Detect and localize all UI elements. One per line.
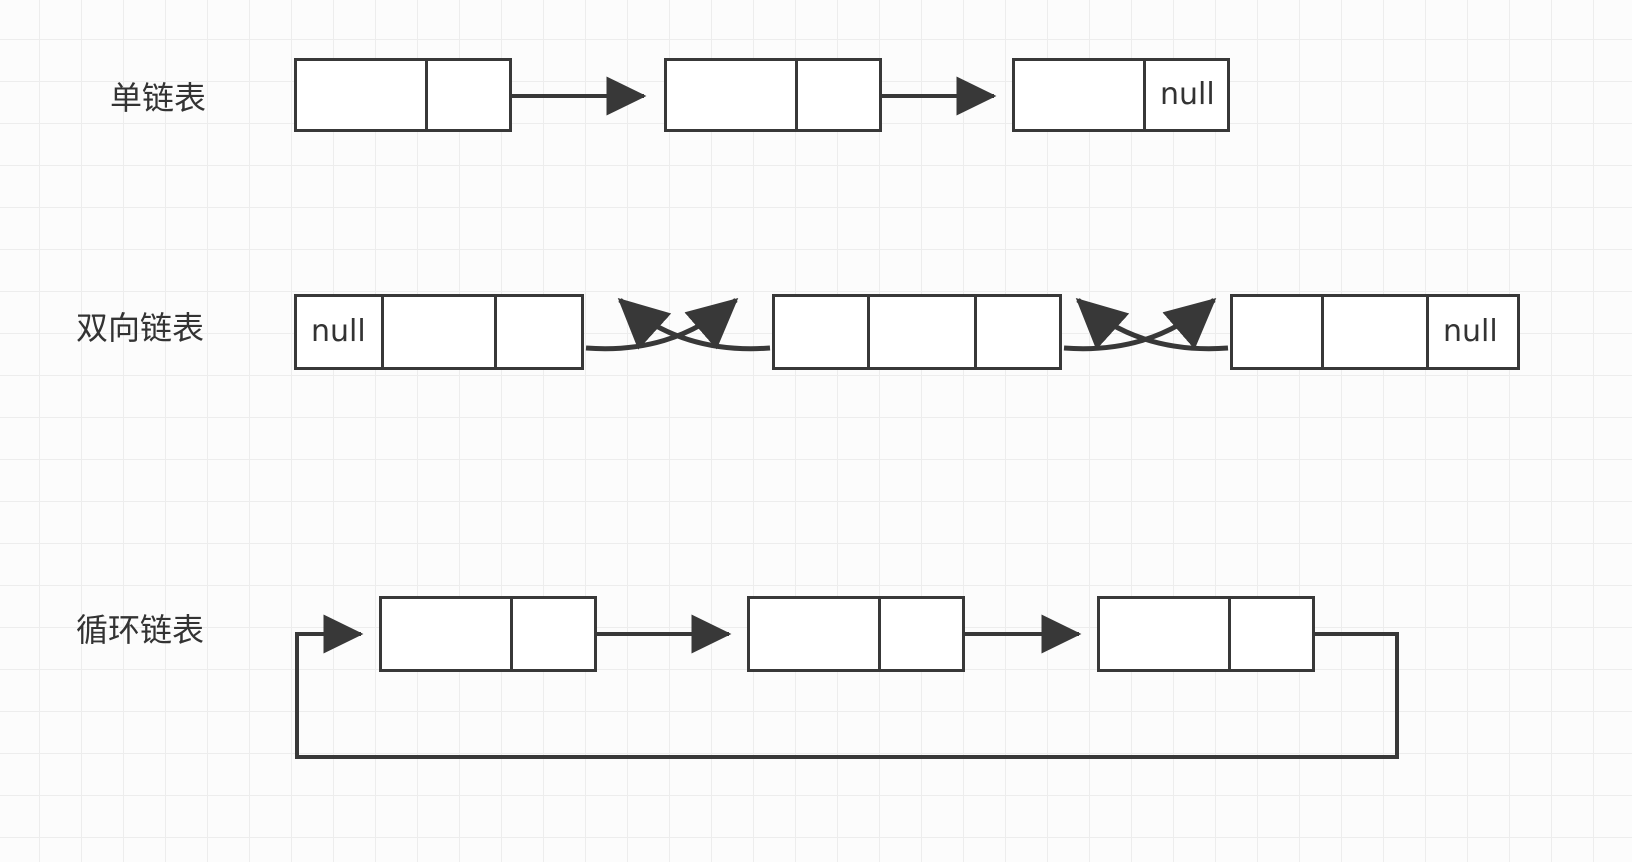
circular-node-1-next — [510, 599, 594, 669]
doubly-node-2-prev — [775, 297, 867, 367]
doubly-node-3-next: null — [1426, 297, 1514, 367]
circular-node-2-data — [750, 599, 878, 669]
singly-node-2-next — [795, 61, 879, 129]
row-label-doubly: 双向链表 — [76, 309, 205, 347]
doubly-node-2-next — [974, 297, 1056, 367]
circular-node-1 — [379, 596, 597, 672]
doubly-node-2-data — [867, 297, 974, 367]
doubly-next-arrow-1 — [585, 298, 739, 352]
singly-node-2-data — [667, 61, 795, 129]
doubly-node-3-data — [1321, 297, 1426, 367]
singly-node-3-data — [1015, 61, 1143, 129]
doubly-node-2 — [772, 294, 1062, 370]
circular-node-3 — [1097, 596, 1315, 672]
singly-node-3: null — [1012, 58, 1230, 132]
doubly-node-3: null — [1230, 294, 1520, 370]
doubly-prev-arrow-1 — [617, 297, 771, 352]
doubly-node-1-next — [494, 297, 578, 367]
doubly-prev-arrow-2 — [1075, 297, 1229, 352]
doubly-node-1: null — [294, 294, 584, 370]
singly-node-1-data — [297, 61, 425, 129]
circular-node-3-data — [1100, 599, 1228, 669]
circular-node-2 — [747, 596, 965, 672]
row-label-singly: 单链表 — [110, 79, 207, 117]
singly-node-1 — [294, 58, 512, 132]
row-label-circular: 循环链表 — [76, 611, 205, 649]
circular-node-1-data — [382, 599, 510, 669]
singly-node-3-next: null — [1143, 61, 1227, 129]
singly-node-2 — [664, 58, 882, 132]
doubly-node-1-data — [381, 297, 494, 367]
circular-node-3-next — [1228, 599, 1312, 669]
doubly-node-1-prev: null — [311, 314, 366, 349]
singly-node-1-next — [425, 61, 509, 129]
circular-node-2-next — [878, 599, 962, 669]
doubly-next-arrow-2 — [1063, 298, 1217, 352]
doubly-node-3-prev — [1233, 297, 1321, 367]
